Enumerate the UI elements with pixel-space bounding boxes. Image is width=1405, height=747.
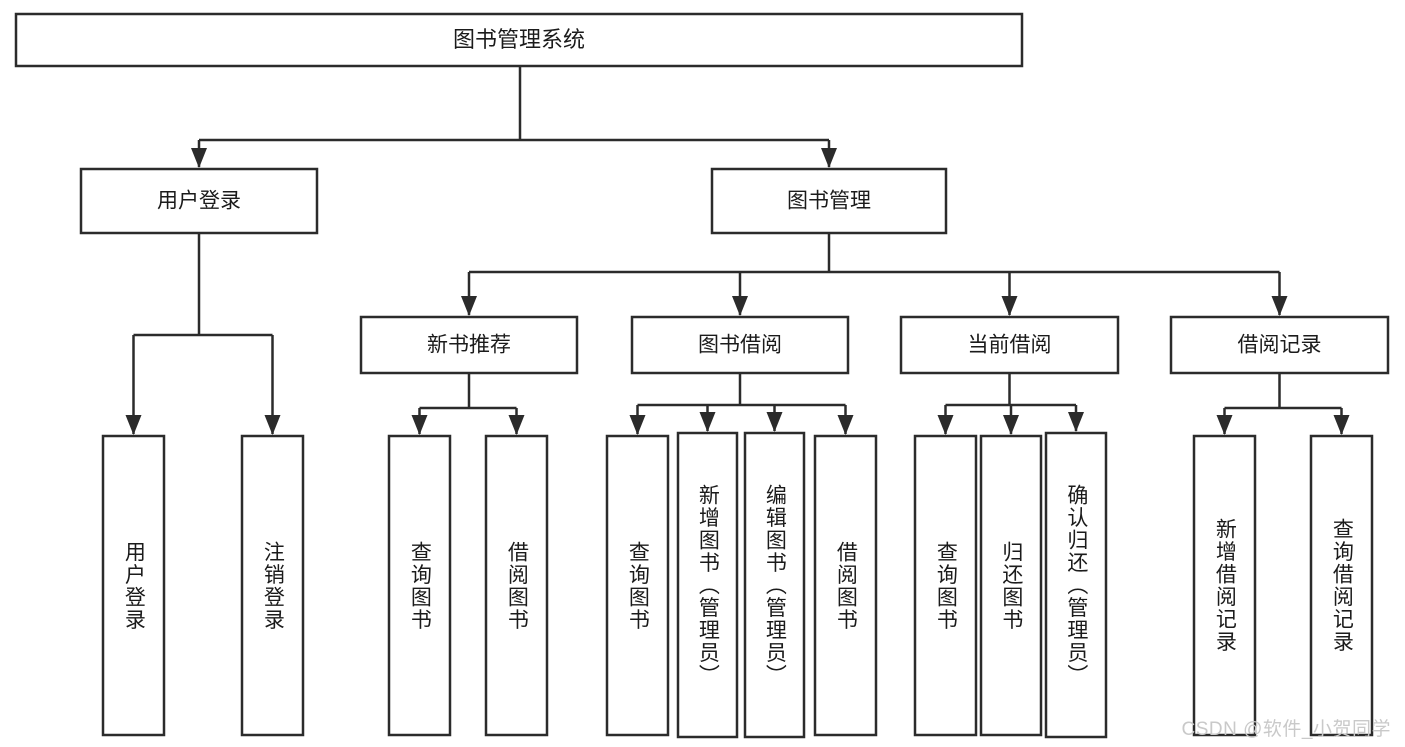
level2-node-box[interactable] <box>359 315 579 375</box>
arrow-down-icon <box>1001 296 1018 316</box>
arrow-down-icon <box>1271 296 1288 316</box>
level2-node-label: 借阅记录 <box>1238 334 1322 357</box>
arrow-down-icon <box>461 296 477 316</box>
root-node-label: 图书管理系统 <box>453 27 585 52</box>
level1-node-box[interactable] <box>710 167 948 235</box>
leaf-node-box[interactable] <box>1309 434 1374 737</box>
leaf-node-box[interactable] <box>813 434 878 737</box>
leaf-node-box[interactable] <box>913 434 978 737</box>
leaf-node-box[interactable] <box>101 434 166 737</box>
leaf-node-box[interactable] <box>387 434 452 737</box>
level2-node-label: 图书借阅 <box>698 334 782 357</box>
arrow-down-icon <box>1068 412 1084 432</box>
leaf-node-box[interactable] <box>676 431 739 739</box>
leaf-node-box[interactable] <box>605 434 670 737</box>
arrow-down-icon <box>1216 415 1233 435</box>
box-layer <box>14 12 1390 739</box>
arrow-down-icon <box>411 415 428 435</box>
leaf-node-box[interactable] <box>240 434 305 737</box>
leaf-node-box[interactable] <box>743 431 806 739</box>
arrow-down-icon <box>732 296 748 316</box>
level1-node-box[interactable] <box>79 167 319 235</box>
leaf-node-box[interactable] <box>484 434 549 737</box>
leaf-node-box[interactable] <box>979 434 1043 737</box>
arrow-down-icon <box>1003 415 1019 435</box>
arrow-down-icon <box>699 412 716 432</box>
arrow-down-icon <box>264 415 281 435</box>
arrow-down-icon <box>766 412 783 432</box>
arrow-down-icon <box>629 415 646 435</box>
root-node-box[interactable] <box>14 12 1024 68</box>
level2-node-box[interactable] <box>1169 315 1390 375</box>
arrow-down-icon <box>937 415 954 435</box>
arrow-down-icon <box>191 148 207 168</box>
csdn-watermark: CSDN @软件_小贺同学 <box>1181 719 1391 740</box>
connector-layer <box>125 66 1350 435</box>
level1-node-label: 用户登录 <box>157 190 241 213</box>
leaf-node-box[interactable] <box>1044 431 1108 739</box>
level2-node-box[interactable] <box>630 315 850 375</box>
arrow-down-icon <box>508 415 525 435</box>
level2-node-label: 当前借阅 <box>968 334 1052 357</box>
level2-node-box[interactable] <box>899 315 1120 375</box>
level2-node-label: 新书推荐 <box>427 334 511 357</box>
arrow-down-icon <box>1333 415 1350 435</box>
arrow-down-icon <box>837 415 854 435</box>
leaf-node-box[interactable] <box>1192 434 1257 737</box>
level1-node-label: 图书管理 <box>787 190 871 213</box>
arrow-down-icon <box>125 415 142 435</box>
arrow-down-icon <box>821 148 837 168</box>
